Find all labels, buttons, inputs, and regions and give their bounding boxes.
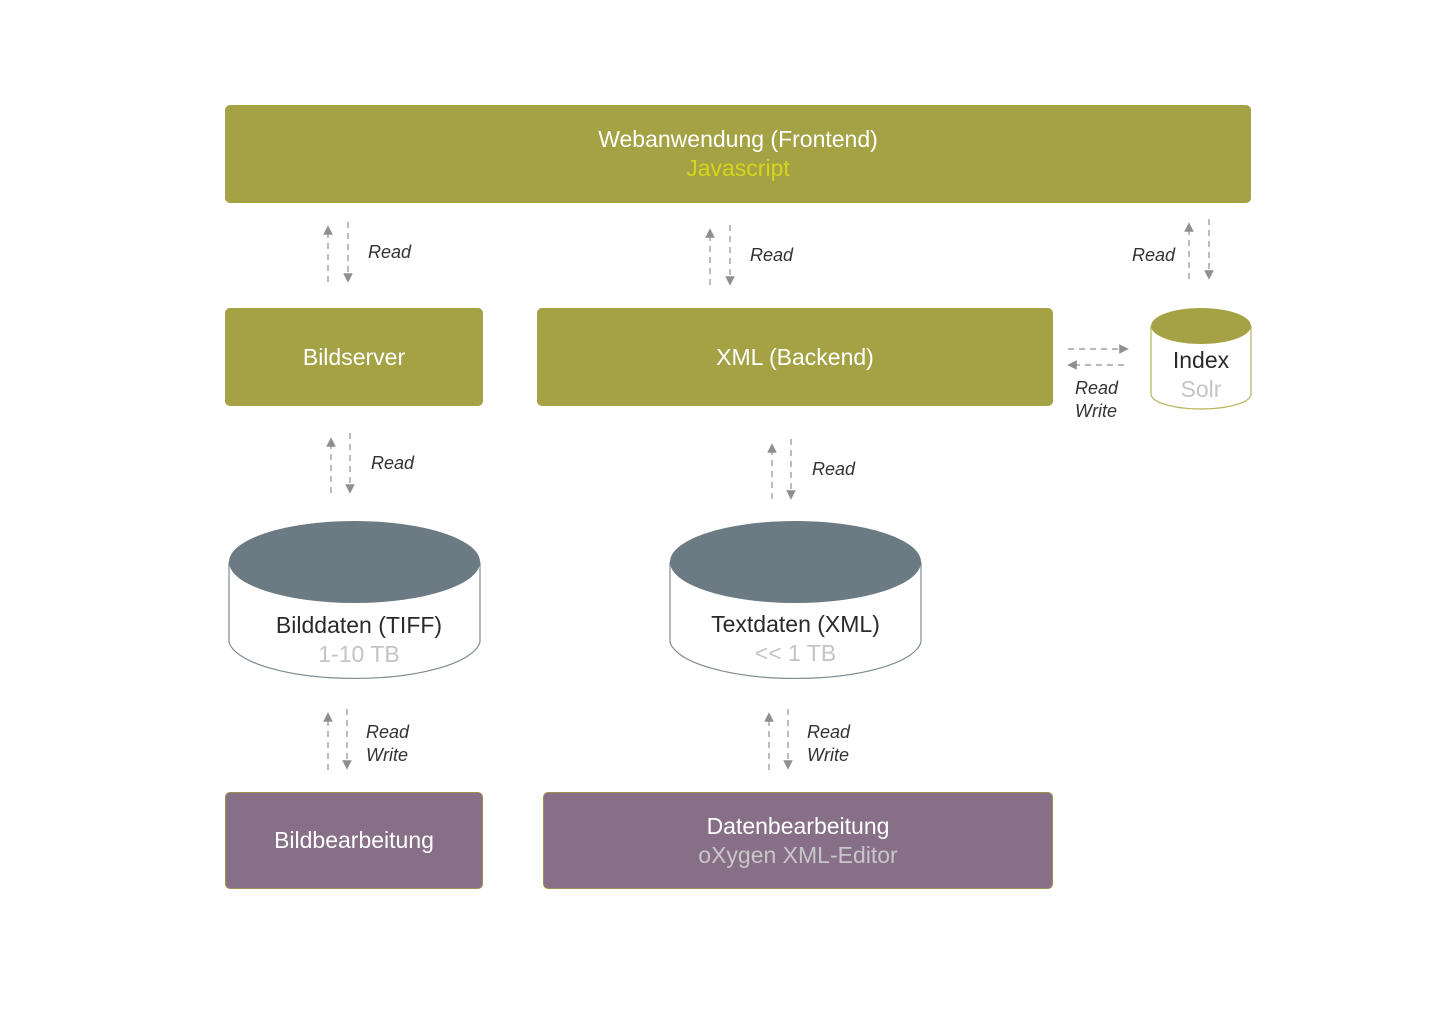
index-title: Index: [1172, 347, 1230, 373]
backend-box: XML (Backend): [537, 308, 1053, 406]
dataediting-tool: oXygen XML-Editor: [698, 841, 898, 868]
label-imageserver-imagedata: Read: [371, 453, 415, 473]
imageediting-box: Bildbearbeitung: [225, 792, 483, 889]
arrow-frontend-backend: [705, 225, 735, 286]
arrow-backend-index: [1067, 344, 1129, 370]
frontend-box: Webanwendung (Frontend) Javascript: [225, 105, 1251, 203]
imageserver-title: Bildserver: [302, 343, 406, 370]
arrow-textdata-dataediting: [764, 709, 793, 770]
frontend-title: Webanwendung (Frontend): [598, 126, 878, 152]
arrow-frontend-imageserver: [323, 222, 353, 283]
arrow-imagedata-imageediting: [323, 709, 352, 770]
frontend-tech: Javascript: [686, 155, 790, 181]
label-imagedata-imageediting: Read Write: [366, 722, 410, 765]
arrow-imageserver-imagedata: [326, 433, 355, 494]
textdata-size: << 1 TB: [754, 640, 837, 666]
index-cylinder: [1150, 308, 1252, 410]
backend-title: XML (Backend): [716, 343, 874, 370]
label-frontend-backend: Read: [750, 245, 794, 265]
label-frontend-imageserver: Read: [368, 242, 412, 262]
imagedata-title: Bilddaten (TIFF): [275, 612, 443, 638]
dataediting-box: Datenbearbeitung oXygen XML-Editor: [543, 792, 1053, 889]
textdata-title: Textdaten (XML): [711, 611, 880, 637]
arrow-frontend-index: [1184, 219, 1214, 280]
textdata-cylinder: [669, 521, 922, 680]
imagedata-cylinder: [228, 521, 481, 680]
label-backend-textdata: Read: [812, 459, 856, 479]
index-label: Index Solr: [1151, 346, 1251, 404]
label-backend-index: Read Write: [1075, 378, 1119, 421]
label-frontend-index: Read: [1132, 245, 1176, 265]
arrow-backend-textdata: [767, 439, 796, 500]
imagedata-label: Bilddaten (TIFF) 1-10 TB: [229, 611, 489, 669]
label-textdata-dataediting: Read Write: [807, 722, 851, 765]
imageediting-title: Bildbearbeitung: [274, 827, 434, 853]
imageserver-box: Bildserver: [225, 308, 483, 406]
imagedata-size: 1-10 TB: [318, 641, 400, 667]
index-tech: Solr: [1180, 376, 1222, 402]
dataediting-title: Datenbearbeitung: [706, 812, 890, 839]
textdata-label: Textdaten (XML) << 1 TB: [670, 610, 921, 668]
